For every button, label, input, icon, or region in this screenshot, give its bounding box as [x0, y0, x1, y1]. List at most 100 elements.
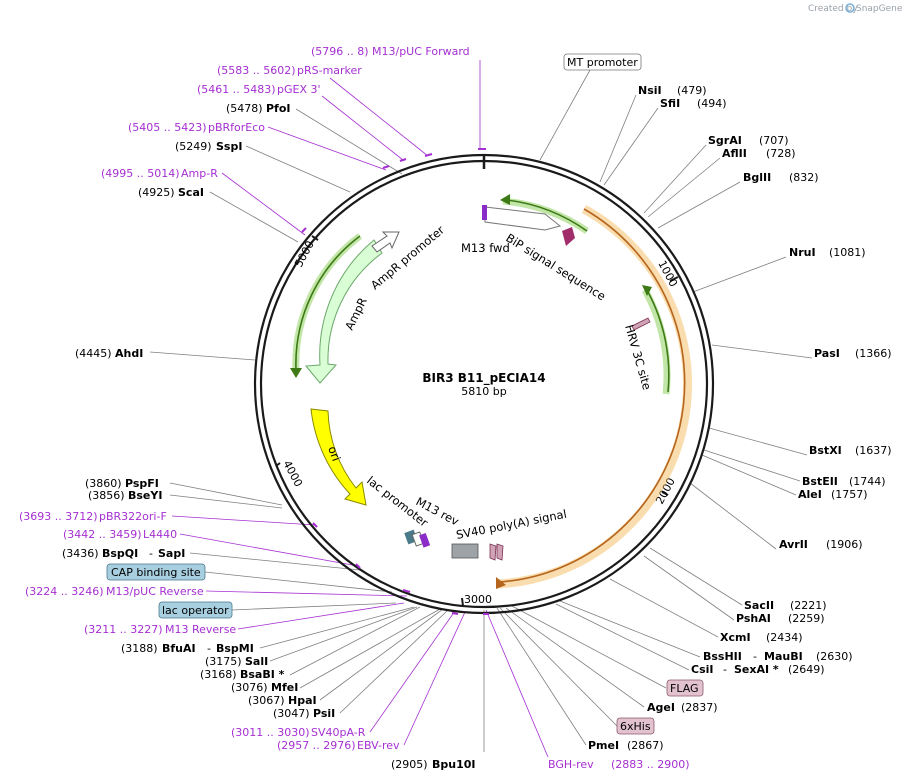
pos-ebv-rev: (2957 .. 2976)	[277, 739, 356, 752]
pos-bsteii: (1744)	[849, 475, 886, 488]
mt-region-band	[495, 205, 692, 589]
pos-pmei: (2867)	[627, 739, 664, 752]
primer-l4440: L4440	[143, 528, 177, 541]
m13fwd-primer-mark	[482, 205, 487, 220]
right-enzyme-labels: NsiI (479) SfiI (494) SgrAI (707) AflII …	[588, 84, 892, 752]
pos-sacii: (2221)	[790, 599, 827, 612]
pos-pshai: (2259)	[788, 612, 825, 625]
flag-box	[666, 679, 704, 697]
pos-m13-puc-fwd: (5796 .. 8)	[311, 45, 369, 58]
primer-ticks	[301, 148, 489, 615]
brand-text: SnapGene	[856, 4, 903, 14]
sep-sapi: -	[149, 547, 153, 560]
enzyme-sacii: SacII	[744, 599, 774, 612]
enzyme-sexai: SexAI *	[734, 663, 779, 676]
enzyme-bglii: BglII	[743, 171, 771, 184]
primer-m13-puc-rev: M13/pUC Reverse	[106, 585, 204, 598]
m13fwd-label: M13 fwd	[461, 241, 510, 255]
mt-promoter-box	[563, 53, 642, 71]
enzyme-bstxi: BstXI	[809, 444, 842, 457]
bip-feature	[562, 227, 575, 246]
enzyme-sfii: SfiI	[660, 97, 680, 110]
lac-operator-box	[158, 601, 233, 619]
primer-prs-marker: pRS-marker	[297, 64, 362, 77]
pos-m13-puc-rev: (3224 .. 3246)	[25, 585, 104, 598]
snapgene-logo-icon	[845, 3, 855, 13]
enzyme-psii: PsiI	[313, 707, 335, 720]
primer-bgh-rev: BGH-rev	[548, 758, 594, 771]
enzyme-sapi: SapI	[158, 547, 185, 560]
sv40-label: SV40 poly(A) signal	[455, 507, 568, 542]
enzyme-maubi: MauBI	[764, 650, 803, 663]
left-connectors	[149, 60, 549, 758]
tick-3000: 3000	[464, 593, 492, 606]
enzyme-csii: CsiI	[691, 663, 713, 676]
ampr-label: AmpR	[342, 295, 370, 332]
pos-sali: (3175)	[205, 655, 242, 668]
enzyme-bseyi: BseYI	[128, 489, 162, 502]
pos-pbrforeco: (5405 .. 5423)	[128, 121, 207, 134]
pos-bglii: (832)	[789, 171, 819, 184]
pos-sspi: (5249)	[175, 140, 212, 153]
pos-bspqi: (3436)	[62, 547, 99, 560]
bip-arc	[506, 199, 588, 232]
pos-nrui: (1081)	[829, 246, 866, 259]
primer-pgex3: pGEX 3'	[277, 83, 321, 96]
pos-pspfi: (3860)	[85, 477, 122, 490]
pos-m13-reverse: (3211 .. 3227)	[84, 623, 163, 636]
hrv-arrowhead	[642, 285, 652, 296]
bip-label: BiP signal sequence	[503, 231, 608, 304]
enzyme-bpu10i: Bpu10I	[432, 758, 476, 771]
ampr-arc	[295, 235, 361, 371]
sep-sexai: -	[723, 663, 727, 676]
pos-bpu10i: (2905)	[391, 758, 428, 771]
left-labels: (5796 .. 8) M13/pUC Forward (5583 .. 560…	[19, 45, 470, 752]
ampr-arrow	[304, 239, 383, 384]
enzyme-ahdi: AhdI	[115, 347, 143, 360]
plasmid-length: 5810 bp	[461, 385, 506, 398]
enzyme-sali: SalI	[245, 655, 268, 668]
enzyme-pmei: PmeI	[588, 739, 619, 752]
primer-m13-reverse: M13 Reverse	[165, 623, 236, 636]
sep-mauBI: -	[753, 650, 757, 663]
enzyme-pshai: PshAI	[736, 612, 771, 625]
pos-xcmi: (2434)	[766, 631, 803, 644]
pos-amp-r: (4995 .. 5014)	[101, 167, 180, 180]
pos-bstxi: (1637)	[855, 444, 892, 457]
pos-bsabi: (3168)	[200, 668, 237, 681]
right-connectors	[496, 69, 813, 746]
lac-operator-label: lac operator	[162, 604, 229, 617]
flag-label: FLAG	[670, 682, 699, 695]
cap-binding-box	[106, 563, 206, 581]
ampr-arrowhead	[290, 368, 302, 378]
pos-bseyi: (3856)	[88, 489, 125, 502]
hrv-arc	[647, 291, 670, 393]
mt-region-arrowhead	[496, 577, 506, 589]
primer-bgh-rev-pos: (2883 .. 2900)	[611, 758, 690, 771]
ori-label: ori	[325, 444, 343, 463]
pos-pbr322ori: (3693 .. 3712)	[19, 510, 98, 523]
primer-sv40pa-r: SV40pA-R	[311, 726, 366, 739]
credit-text: Created by	[808, 4, 858, 14]
enzyme-xcmi: XcmI	[720, 631, 751, 644]
pos-pasi: (1366)	[855, 347, 892, 360]
enzyme-pasi: PasI	[814, 347, 840, 360]
pos-nsii: (479)	[677, 84, 707, 97]
pos-alei: (1757)	[831, 488, 868, 501]
enzyme-nsii: NsiI	[638, 84, 662, 97]
pos-sv40pa-r: (3011 .. 3030)	[231, 726, 310, 739]
enzyme-aflii: AflII	[722, 147, 747, 160]
ampr-promoter-label: AmpR promoter	[368, 223, 447, 293]
enzyme-pfoi: PfoI	[266, 102, 291, 115]
enzyme-mfei: MfeI	[271, 681, 298, 694]
flag-mark	[489, 543, 497, 561]
enzyme-bspmi: BspMI	[216, 642, 254, 655]
plasmid-name: BIR3 B11_pECIA14	[422, 371, 545, 386]
enzyme-pspfi: PspFI	[125, 477, 159, 490]
pos-mfei: (3076)	[231, 681, 268, 694]
hrv-label: HRV 3C site	[622, 323, 654, 392]
enzyme-avrii: AvrII	[779, 538, 808, 551]
his-label: 6xHis	[620, 720, 651, 733]
pos-sgrai: (707)	[759, 134, 789, 147]
